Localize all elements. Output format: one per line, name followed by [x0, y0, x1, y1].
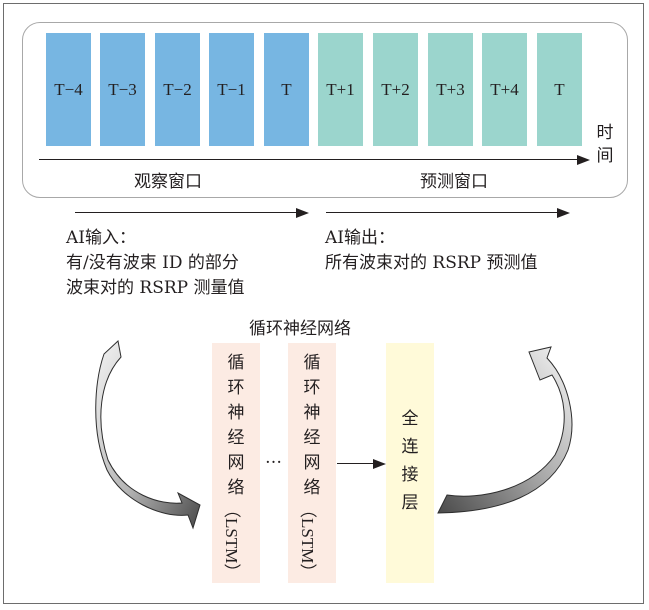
time-char: 时: [596, 123, 614, 143]
time-window-container: [22, 22, 628, 198]
obs-step-t-minus-2: T−2: [155, 33, 200, 146]
step-label: T−3: [108, 79, 137, 99]
pred-step-t-plus-4: T+4: [482, 33, 527, 146]
rnn-char: 环: [303, 378, 321, 398]
rnn-char: 网: [303, 453, 321, 473]
fully-connected-layer: 全 连 接 层: [386, 343, 434, 583]
rnn-char: 环: [227, 378, 245, 398]
pred-step-t-plus-2: T+2: [373, 33, 418, 146]
rnn-title: 循环神经网络: [249, 319, 351, 339]
fc-char: 连: [401, 437, 419, 457]
ai-output-line-1: 所有波束对的 RSRP 预测值: [325, 253, 538, 273]
rnn-cell-label: 循 环 神 经 网 络: [212, 351, 260, 501]
rnn-to-fc-arrow-line: [337, 463, 374, 464]
rnn-char: 经: [303, 428, 321, 448]
time-axis-label: 时 间: [595, 122, 615, 168]
input-span-arrow-line: [75, 212, 297, 213]
time-axis-arrowhead-icon: [577, 155, 590, 165]
step-label: T+3: [436, 79, 465, 99]
fc-char: 层: [401, 493, 419, 513]
step-label: T−2: [163, 79, 192, 99]
step-label: T−1: [217, 79, 246, 99]
output-span-arrow-line: [326, 212, 558, 213]
rnn-char: 循: [227, 353, 245, 373]
rnn-char: 络: [227, 478, 245, 498]
rnn-cell-2: 循 环 神 经 网 络 （LSTM）: [288, 343, 336, 583]
pred-step-t-end: T: [537, 33, 582, 146]
step-label: T+1: [326, 79, 355, 99]
obs-step-t-minus-1: T−1: [209, 33, 254, 146]
rnn-ellipsis: …: [265, 448, 282, 468]
rnn-char: 络: [303, 478, 321, 498]
input-span-arrowhead-icon: [296, 208, 309, 218]
rnn-char: 神: [303, 403, 321, 423]
fc-char: 全: [401, 409, 419, 429]
obs-step-t-minus-3: T−3: [100, 33, 145, 146]
step-label: T+4: [490, 79, 519, 99]
observation-window-label: 观察窗口: [134, 172, 202, 192]
step-label: T+2: [381, 79, 410, 99]
obs-step-t-minus-4: T−4: [46, 33, 91, 146]
ai-input-line-1: 有/没有波束 ID 的部分: [66, 253, 239, 273]
obs-step-t: T: [264, 33, 309, 146]
pred-step-t-plus-1: T+1: [318, 33, 363, 146]
prediction-window-label: 预测窗口: [420, 172, 488, 192]
step-label: T: [554, 79, 565, 99]
rnn-cell-label: 循 环 神 经 网 络: [288, 351, 336, 501]
pred-step-t-plus-3: T+3: [428, 33, 473, 146]
ai-input-line-2: 波束对的 RSRP 测量值: [66, 278, 245, 298]
time-axis-line: [39, 159, 579, 160]
fc-char: 接: [401, 465, 419, 485]
ai-output-title: AI输出：: [325, 228, 395, 248]
rnn-char: 循: [303, 353, 321, 373]
rnn-char: 神: [227, 403, 245, 423]
fc-label: 全 连 接 层: [386, 405, 434, 517]
step-label: T: [281, 79, 292, 99]
ai-input-title: AI输入：: [66, 228, 136, 248]
rnn-cell-1: 循 环 神 经 网 络 （LSTM）: [212, 343, 260, 583]
rnn-char: 网: [227, 453, 245, 473]
time-char: 间: [596, 146, 614, 166]
rnn-char: 经: [227, 428, 245, 448]
figure-frame: [3, 3, 644, 604]
output-span-arrowhead-icon: [557, 208, 570, 218]
step-label: T−4: [54, 79, 83, 99]
rnn-to-fc-arrowhead-icon: [373, 459, 386, 469]
